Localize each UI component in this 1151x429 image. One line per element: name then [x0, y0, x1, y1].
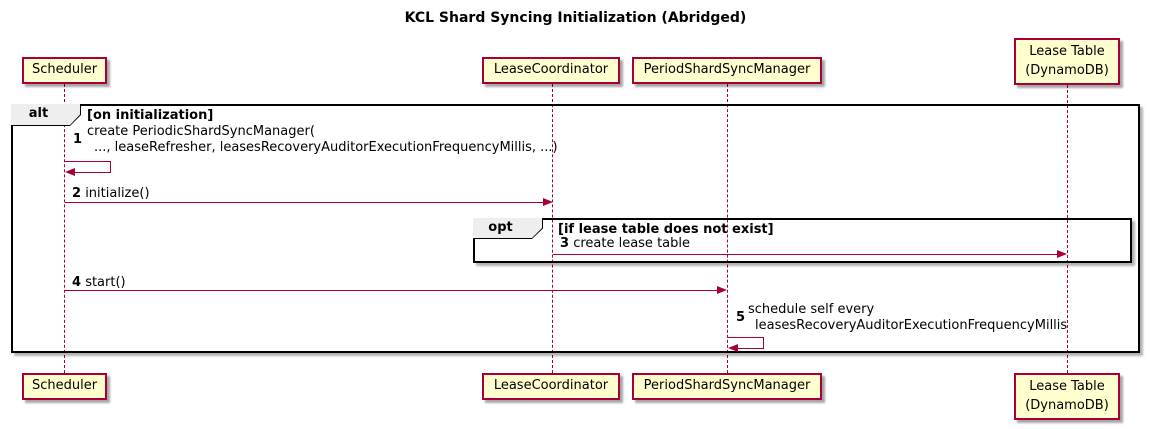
message-1-number: 1: [73, 132, 83, 147]
participant-leasetable-bottom: Lease Table (DynamoDB): [1014, 373, 1120, 420]
participant-label: LeaseCoordinator: [493, 378, 609, 394]
message-1-arrowhead: [65, 168, 75, 176]
message-5-text-line2: leasesRecoveryAuditorExecutionFrequencyM…: [755, 318, 1068, 333]
participant-leasecoordinator-bottom: LeaseCoordinator: [482, 373, 620, 400]
message-3-text: create lease table: [573, 236, 690, 251]
message-3-label: 3 create lease table: [560, 236, 690, 251]
opt-guard: [if lease table does not exist]: [558, 222, 774, 237]
participant-label: Scheduler: [31, 378, 98, 394]
lifeline-scheduler: [64, 84, 65, 373]
alt-operator-label: alt: [11, 104, 80, 125]
alt-frame: alt [on initialization]: [11, 104, 1140, 353]
participant-scheduler-bottom: Scheduler: [22, 373, 107, 400]
participant-label: Scheduler: [31, 62, 98, 78]
message-3-number: 3: [560, 236, 570, 251]
participant-label-line2: (DynamoDB): [1025, 62, 1109, 78]
participant-label: Lease Table: [1029, 43, 1105, 59]
message-4-label: 4 start(): [72, 275, 126, 290]
lifeline-leasetable: [1067, 85, 1068, 373]
message-5-number: 5: [736, 310, 746, 325]
message-1-text-line1: create PeriodicShardSyncManager(: [87, 124, 315, 139]
message-2-number: 2: [72, 186, 82, 201]
message-2-label: 2 initialize(): [72, 186, 150, 201]
lifeline-leasecoordinator: [552, 84, 553, 373]
message-2-arrowhead: [543, 198, 553, 206]
message-3-arrowhead: [1057, 250, 1067, 258]
participant-label: LeaseCoordinator: [493, 62, 609, 78]
message-4-arrowhead: [717, 286, 727, 294]
message-4-number: 4: [72, 275, 82, 290]
message-2-text: initialize(): [85, 186, 150, 201]
alt-operator-pentagon: alt: [11, 104, 81, 126]
participant-leasetable-top: Lease Table (DynamoDB): [1014, 38, 1120, 85]
participant-label-line2: (DynamoDB): [1025, 397, 1109, 413]
message-5-text-line1: schedule self every: [748, 302, 875, 317]
lifeline-periodshardsyncmanager: [727, 84, 728, 373]
participant-periodshardsyncmanager-top: PeriodShardSyncManager: [632, 57, 822, 84]
message-4-text: start(): [85, 275, 126, 290]
participant-label: PeriodShardSyncManager: [643, 378, 811, 394]
participant-scheduler-top: Scheduler: [22, 57, 107, 84]
participant-label: PeriodShardSyncManager: [643, 62, 811, 78]
message-1-text-line2: ..., leaseRefresher, leasesRecoveryAudit…: [94, 140, 558, 155]
opt-operator-label: opt: [473, 218, 542, 238]
participant-periodshardsyncmanager-bottom: PeriodShardSyncManager: [632, 373, 822, 400]
diagram-title: KCL Shard Syncing Initialization (Abridg…: [404, 10, 747, 26]
opt-frame: opt [if lease table does not exist]: [473, 218, 1132, 263]
alt-guard: [on initialization]: [87, 108, 214, 123]
opt-operator-pentagon: opt: [473, 218, 543, 239]
message-5-arrowhead: [728, 344, 738, 352]
participant-label: Lease Table: [1029, 378, 1105, 394]
participant-leasecoordinator-top: LeaseCoordinator: [482, 57, 620, 84]
